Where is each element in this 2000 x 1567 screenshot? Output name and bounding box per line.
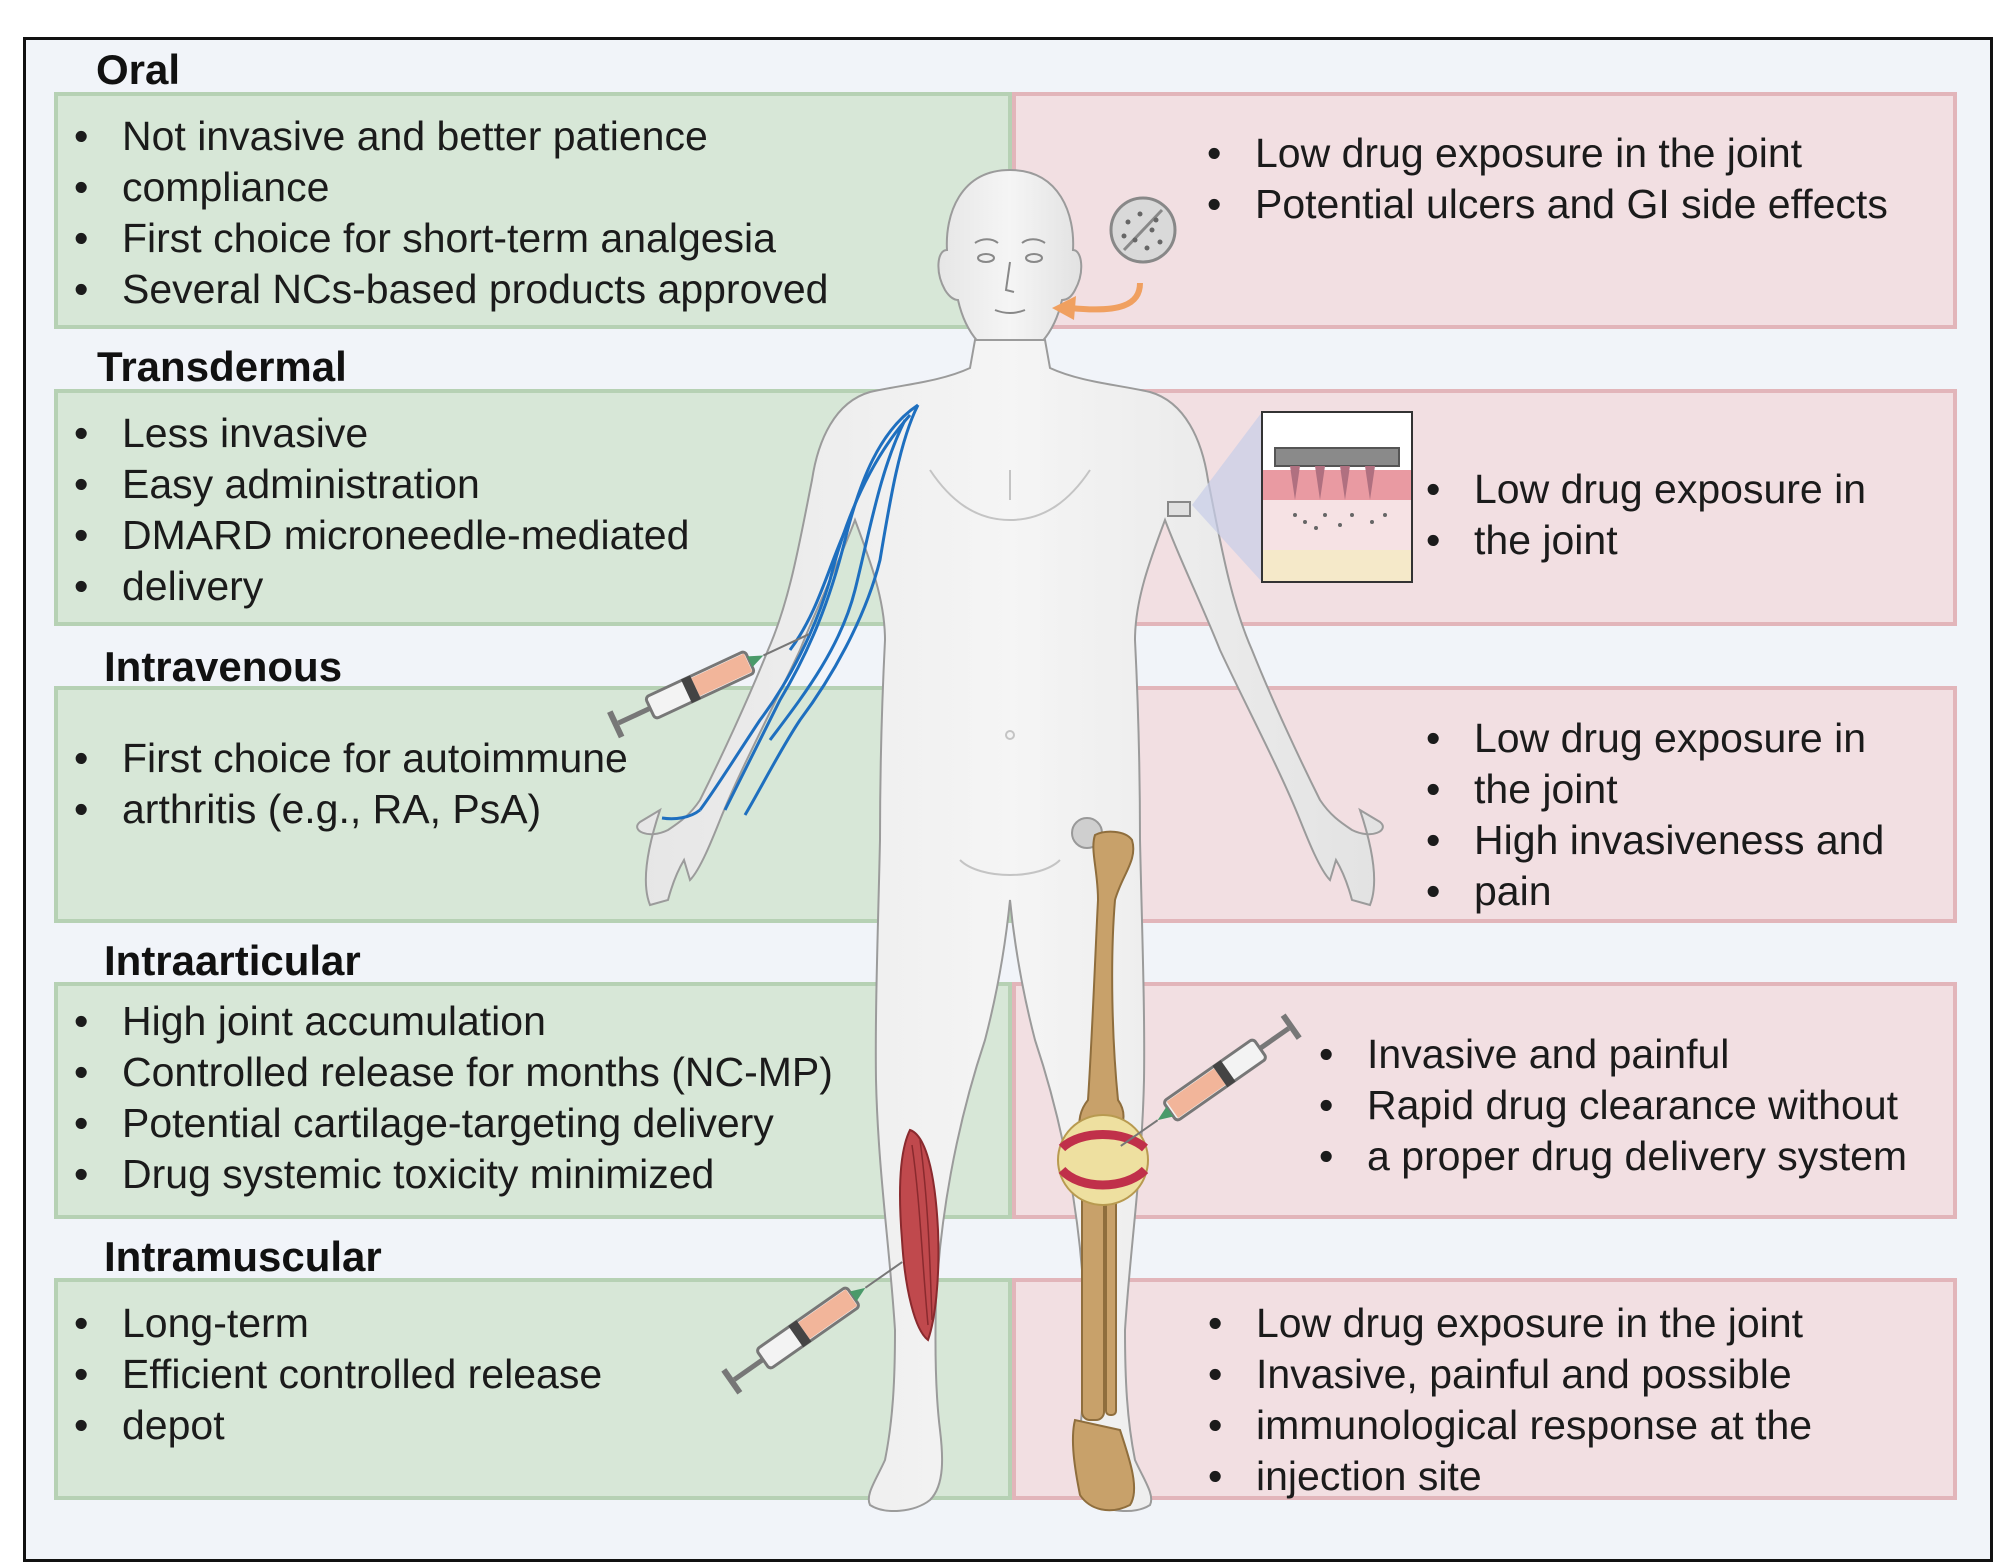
intravenous-con-1: Low drug exposure in [1426, 713, 1884, 764]
transdermal-pro-3b: delivery [74, 561, 689, 612]
intramuscular-pro-1: Long-term [74, 1298, 602, 1349]
transdermal-title: Transdermal [97, 343, 347, 390]
intravenous-con-1b: the joint [1426, 764, 1884, 815]
intraarticular-pro-4: Drug systemic toxicity minimized [74, 1149, 833, 1200]
intramuscular-con-1: Low drug exposure in the joint [1208, 1298, 1812, 1349]
intraarticular-pro-2: Controlled release for months (NC-MP) [74, 1047, 833, 1098]
intraarticular-cons-list: Invasive and painful Rapid drug clearanc… [1319, 1029, 1907, 1182]
intramuscular-pros-list: Long-term Efficient controlled release d… [74, 1298, 602, 1451]
intraarticular-con-1: Invasive and painful [1319, 1029, 1907, 1080]
intravenous-con-2b: pain [1426, 866, 1884, 917]
oral-pro-1b: compliance [74, 162, 829, 213]
oral-cons-list: Low drug exposure in the joint Potential… [1207, 128, 1888, 230]
intravenous-con-2: High invasiveness and [1426, 815, 1884, 866]
oral-con-1: Low drug exposure in the joint [1207, 128, 1888, 179]
intramuscular-con-2c: injection site [1208, 1451, 1812, 1502]
intravenous-pros-list: First choice for autoimmune arthritis (e… [74, 733, 628, 835]
intraarticular-pro-1: High joint accumulation [74, 996, 833, 1047]
oral-con-2: Potential ulcers and GI side effects [1207, 179, 1888, 230]
intraarticular-pros-list: High joint accumulation Controlled relea… [74, 996, 833, 1200]
intramuscular-cons-list: Low drug exposure in the joint Invasive,… [1208, 1298, 1812, 1502]
intramuscular-pro-2: Efficient controlled release [74, 1349, 602, 1400]
oral-title: Oral [96, 46, 181, 93]
intravenous-pro-1: First choice for autoimmune [74, 733, 628, 784]
transdermal-pro-2: Easy administration [74, 459, 689, 510]
intravenous-cons-list: Low drug exposure in the joint High inva… [1426, 713, 1884, 917]
transdermal-cons-list: Low drug exposure in the joint [1426, 464, 1866, 566]
oral-pro-2: First choice for short-term analgesia [74, 213, 829, 264]
intraarticular-con-2: Rapid drug clearance without [1319, 1080, 1907, 1131]
intramuscular-title: Intramuscular [104, 1233, 382, 1280]
intramuscular-pro-2b: depot [74, 1400, 602, 1451]
oral-pros-list: Not invasive and better patience complia… [74, 111, 829, 315]
transdermal-con-1: Low drug exposure in [1426, 464, 1866, 515]
intramuscular-con-2b: immunological response at the [1208, 1400, 1812, 1451]
transdermal-con-1b: the joint [1426, 515, 1866, 566]
transdermal-pro-1: Less invasive [74, 408, 689, 459]
intravenous-title: Intravenous [104, 643, 343, 690]
intraarticular-pro-3: Potential cartilage-targeting delivery [74, 1098, 833, 1149]
intravenous-pro-1b: arthritis (e.g., RA, PsA) [74, 784, 628, 835]
transdermal-pro-3: DMARD microneedle-mediated [74, 510, 689, 561]
transdermal-pros-list: Less invasive Easy administration DMARD … [74, 408, 689, 612]
oral-pro-1: Not invasive and better patience [74, 111, 829, 162]
oral-pro-3: Several NCs-based products approved [74, 264, 829, 315]
intraarticular-title: Intraarticular [104, 937, 361, 984]
intraarticular-con-2b: a proper drug delivery system [1319, 1131, 1907, 1182]
intramuscular-con-2: Invasive, painful and possible [1208, 1349, 1812, 1400]
